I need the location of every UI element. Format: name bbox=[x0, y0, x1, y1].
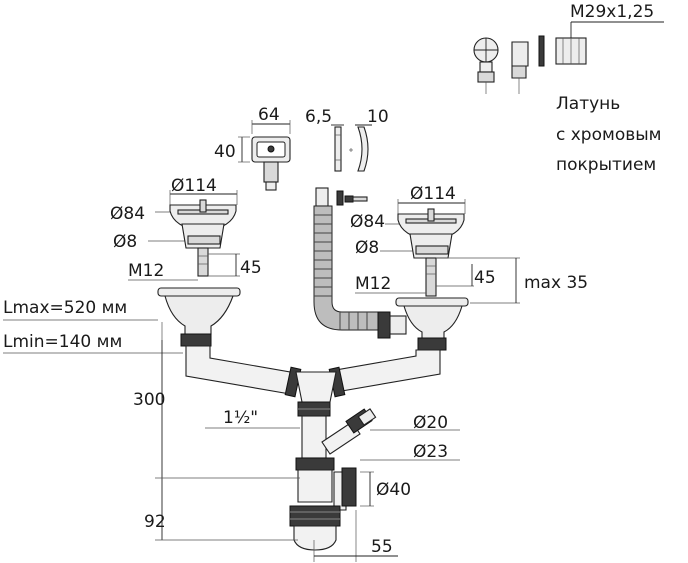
right-bowl-outlet bbox=[395, 297, 469, 351]
valve-cross-icon bbox=[473, 37, 499, 94]
left-strainer-basket: Ø114 Ø84 Ø8 45 M12 bbox=[110, 176, 262, 281]
material-label-line2: с хромовым bbox=[556, 125, 662, 145]
small-bolt-icon bbox=[336, 190, 368, 206]
right-d8-label: Ø8 bbox=[355, 238, 379, 258]
lmax-label: Lmax=520 мм bbox=[3, 298, 127, 318]
connecting-pipes bbox=[185, 345, 441, 417]
screw-10-label: 10 bbox=[367, 107, 389, 127]
lmin-label: Lmin=140 мм bbox=[3, 332, 122, 352]
material-label-line1: Латунь bbox=[556, 94, 620, 114]
grate-height-label: 40 bbox=[214, 142, 236, 162]
right-m12-label: M12 bbox=[355, 274, 391, 294]
right-d114-label: Ø114 bbox=[410, 184, 456, 204]
right-strainer-basket: Ø114 Ø84 Ø8 45 max 35 M12 bbox=[350, 184, 588, 304]
screw-group: 6,5 10 bbox=[305, 107, 389, 206]
thread-1-5-label: 1½" bbox=[223, 408, 258, 428]
left-bowl-outlet bbox=[157, 287, 241, 347]
angle-fitting-icon bbox=[511, 41, 529, 94]
siphon-body bbox=[289, 408, 377, 551]
d23-label: Ø23 bbox=[413, 442, 448, 462]
length-annotations: Lmax=520 мм Lmin=140 мм bbox=[3, 298, 183, 354]
left-d8-label: Ø8 bbox=[113, 232, 137, 252]
w55-label: 55 bbox=[371, 537, 393, 557]
thread-m29-label: M29x1,25 bbox=[570, 2, 654, 22]
h300-label: 300 bbox=[133, 390, 165, 410]
d20-label: Ø20 bbox=[413, 413, 448, 433]
screw-65-label: 6,5 bbox=[305, 107, 332, 127]
threaded-nut-icon bbox=[555, 37, 587, 65]
left-45-label: 45 bbox=[240, 258, 262, 278]
grate-width-label: 64 bbox=[258, 105, 280, 125]
d40-label: Ø40 bbox=[376, 480, 411, 500]
brass-fitting-group: M29x1,25 Латунь с хромовым покрытием bbox=[473, 2, 664, 175]
right-45-label: 45 bbox=[474, 268, 496, 288]
right-d84-label: Ø84 bbox=[350, 212, 385, 232]
lower-dimensions: 1½" Ø20 Ø23 Ø40 300 92 55 bbox=[133, 322, 460, 562]
material-label-line3: покрытием bbox=[556, 155, 656, 175]
overflow-grate: 64 40 bbox=[214, 105, 291, 191]
overflow-corrugated-hose bbox=[313, 187, 407, 339]
max35-label: max 35 bbox=[524, 273, 588, 293]
washer-icon bbox=[538, 35, 545, 67]
left-d84-label: Ø84 bbox=[110, 204, 145, 224]
left-d114-label: Ø114 bbox=[171, 176, 217, 196]
h92-label: 92 bbox=[144, 512, 166, 532]
left-m12-label: M12 bbox=[128, 261, 164, 281]
